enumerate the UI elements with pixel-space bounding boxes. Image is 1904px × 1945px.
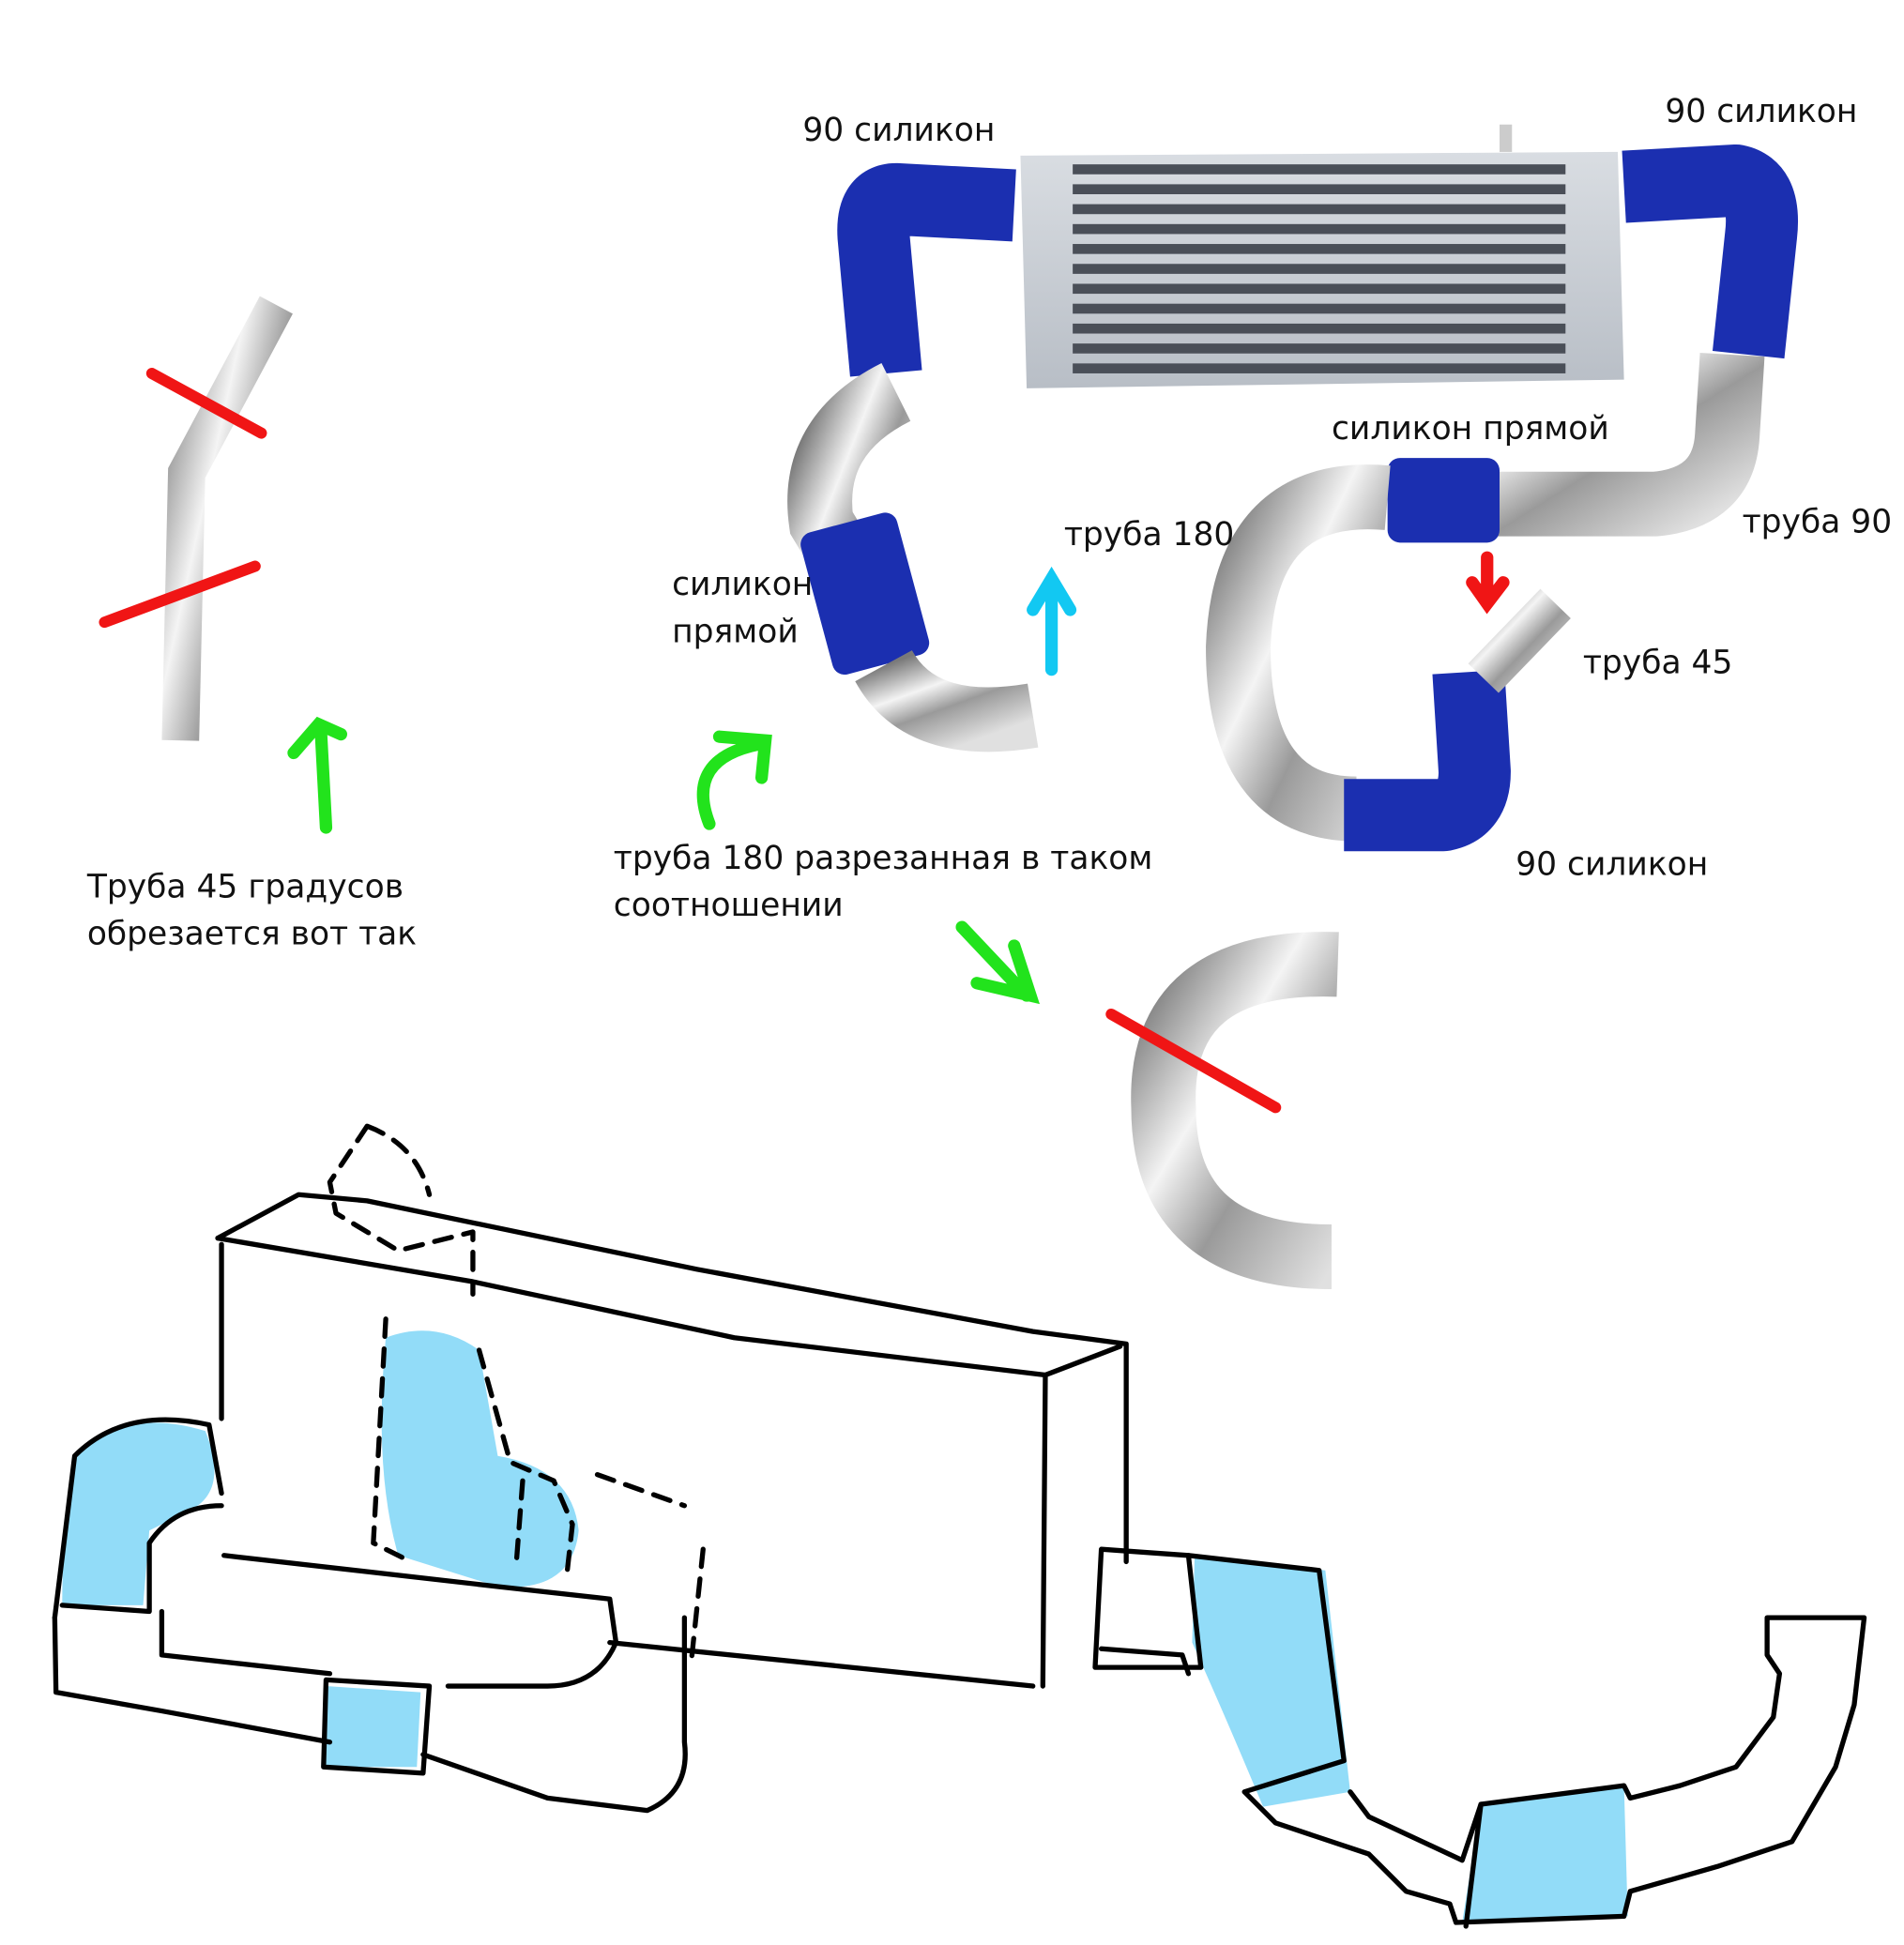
intercooler-fin-row	[1073, 343, 1566, 354]
pipe-180-photo-full	[1131, 932, 1339, 1290]
note-pipe45-1: Труба 45 градусов	[86, 868, 404, 905]
label-silicone-90-bottom: 90 силикон	[1516, 845, 1708, 883]
intercooler-fin-row	[1073, 363, 1566, 373]
cut-mark	[99, 560, 261, 629]
pipe-180-photo-left-end	[855, 648, 1039, 752]
intercooler-fin-row	[1073, 244, 1566, 254]
sketch-highlight	[1462, 1785, 1628, 1923]
cut-mark	[145, 367, 267, 439]
intercooler-fin-row	[1073, 283, 1566, 295]
intercooler-fin-row	[1073, 264, 1566, 274]
silicone-straight-right	[1387, 458, 1500, 543]
label-pipe-180: труба 180	[1064, 516, 1234, 554]
note-pipe180-2: соотношении	[614, 887, 844, 924]
pipe-45-photo-right	[1468, 588, 1571, 693]
arrow-up-cyan-icon	[1027, 566, 1077, 676]
label-silicone-straight-right: силикон прямой	[1332, 410, 1609, 448]
note-pipe180-1: труба 180 разрезанная в таком	[614, 840, 1153, 877]
label-silicone-90-top-left: 90 силикон	[802, 112, 995, 149]
hand-sketch	[52, 1123, 1867, 1929]
pipe-90-photo	[1493, 352, 1765, 537]
sketch-highlight	[1192, 1555, 1350, 1807]
pipe-45-photo-left	[161, 296, 293, 741]
intercooler-fin-row	[1073, 323, 1566, 334]
note-pipe45-2: обрезается вот так	[87, 916, 417, 953]
intercooler-fin-row	[1073, 164, 1566, 175]
arrow-up-icon	[287, 716, 347, 834]
arrow-curved-icon	[696, 730, 772, 830]
silicone-90-hose-bottom	[1344, 669, 1511, 852]
label-pipe-90: труба 90	[1743, 504, 1893, 541]
silicone-90-hose-top-left	[837, 162, 1016, 377]
arrow-down-red-icon	[1466, 551, 1510, 615]
intercooler-fin-row	[1073, 223, 1566, 235]
cut-mark	[1105, 1008, 1282, 1114]
sketch-highlight	[381, 1330, 579, 1588]
silicone-90-hose-top-right	[1622, 144, 1798, 359]
intercooler-fin-row	[1073, 184, 1566, 194]
intercooler-photo	[1020, 124, 1624, 388]
label-silicone-straight-left-2: прямой	[672, 613, 799, 650]
intercooler-fins	[1073, 164, 1566, 373]
pipe-180-photo-left	[787, 363, 912, 602]
intercooler-fin-row	[1073, 204, 1566, 215]
intercooler-fin-row	[1073, 303, 1566, 314]
arrow-down-right-icon	[955, 920, 1040, 1005]
label-pipe-45: труба 45	[1583, 645, 1733, 682]
sketch-highlight	[321, 1686, 421, 1768]
label-silicone-straight-left-1: силикон	[672, 566, 813, 603]
label-silicone-90-top-right: 90 силикон	[1665, 93, 1857, 130]
pipe-180-photo-right	[1206, 464, 1391, 842]
silicone-straight-left	[800, 512, 930, 676]
sketch-highlight	[62, 1422, 215, 1605]
